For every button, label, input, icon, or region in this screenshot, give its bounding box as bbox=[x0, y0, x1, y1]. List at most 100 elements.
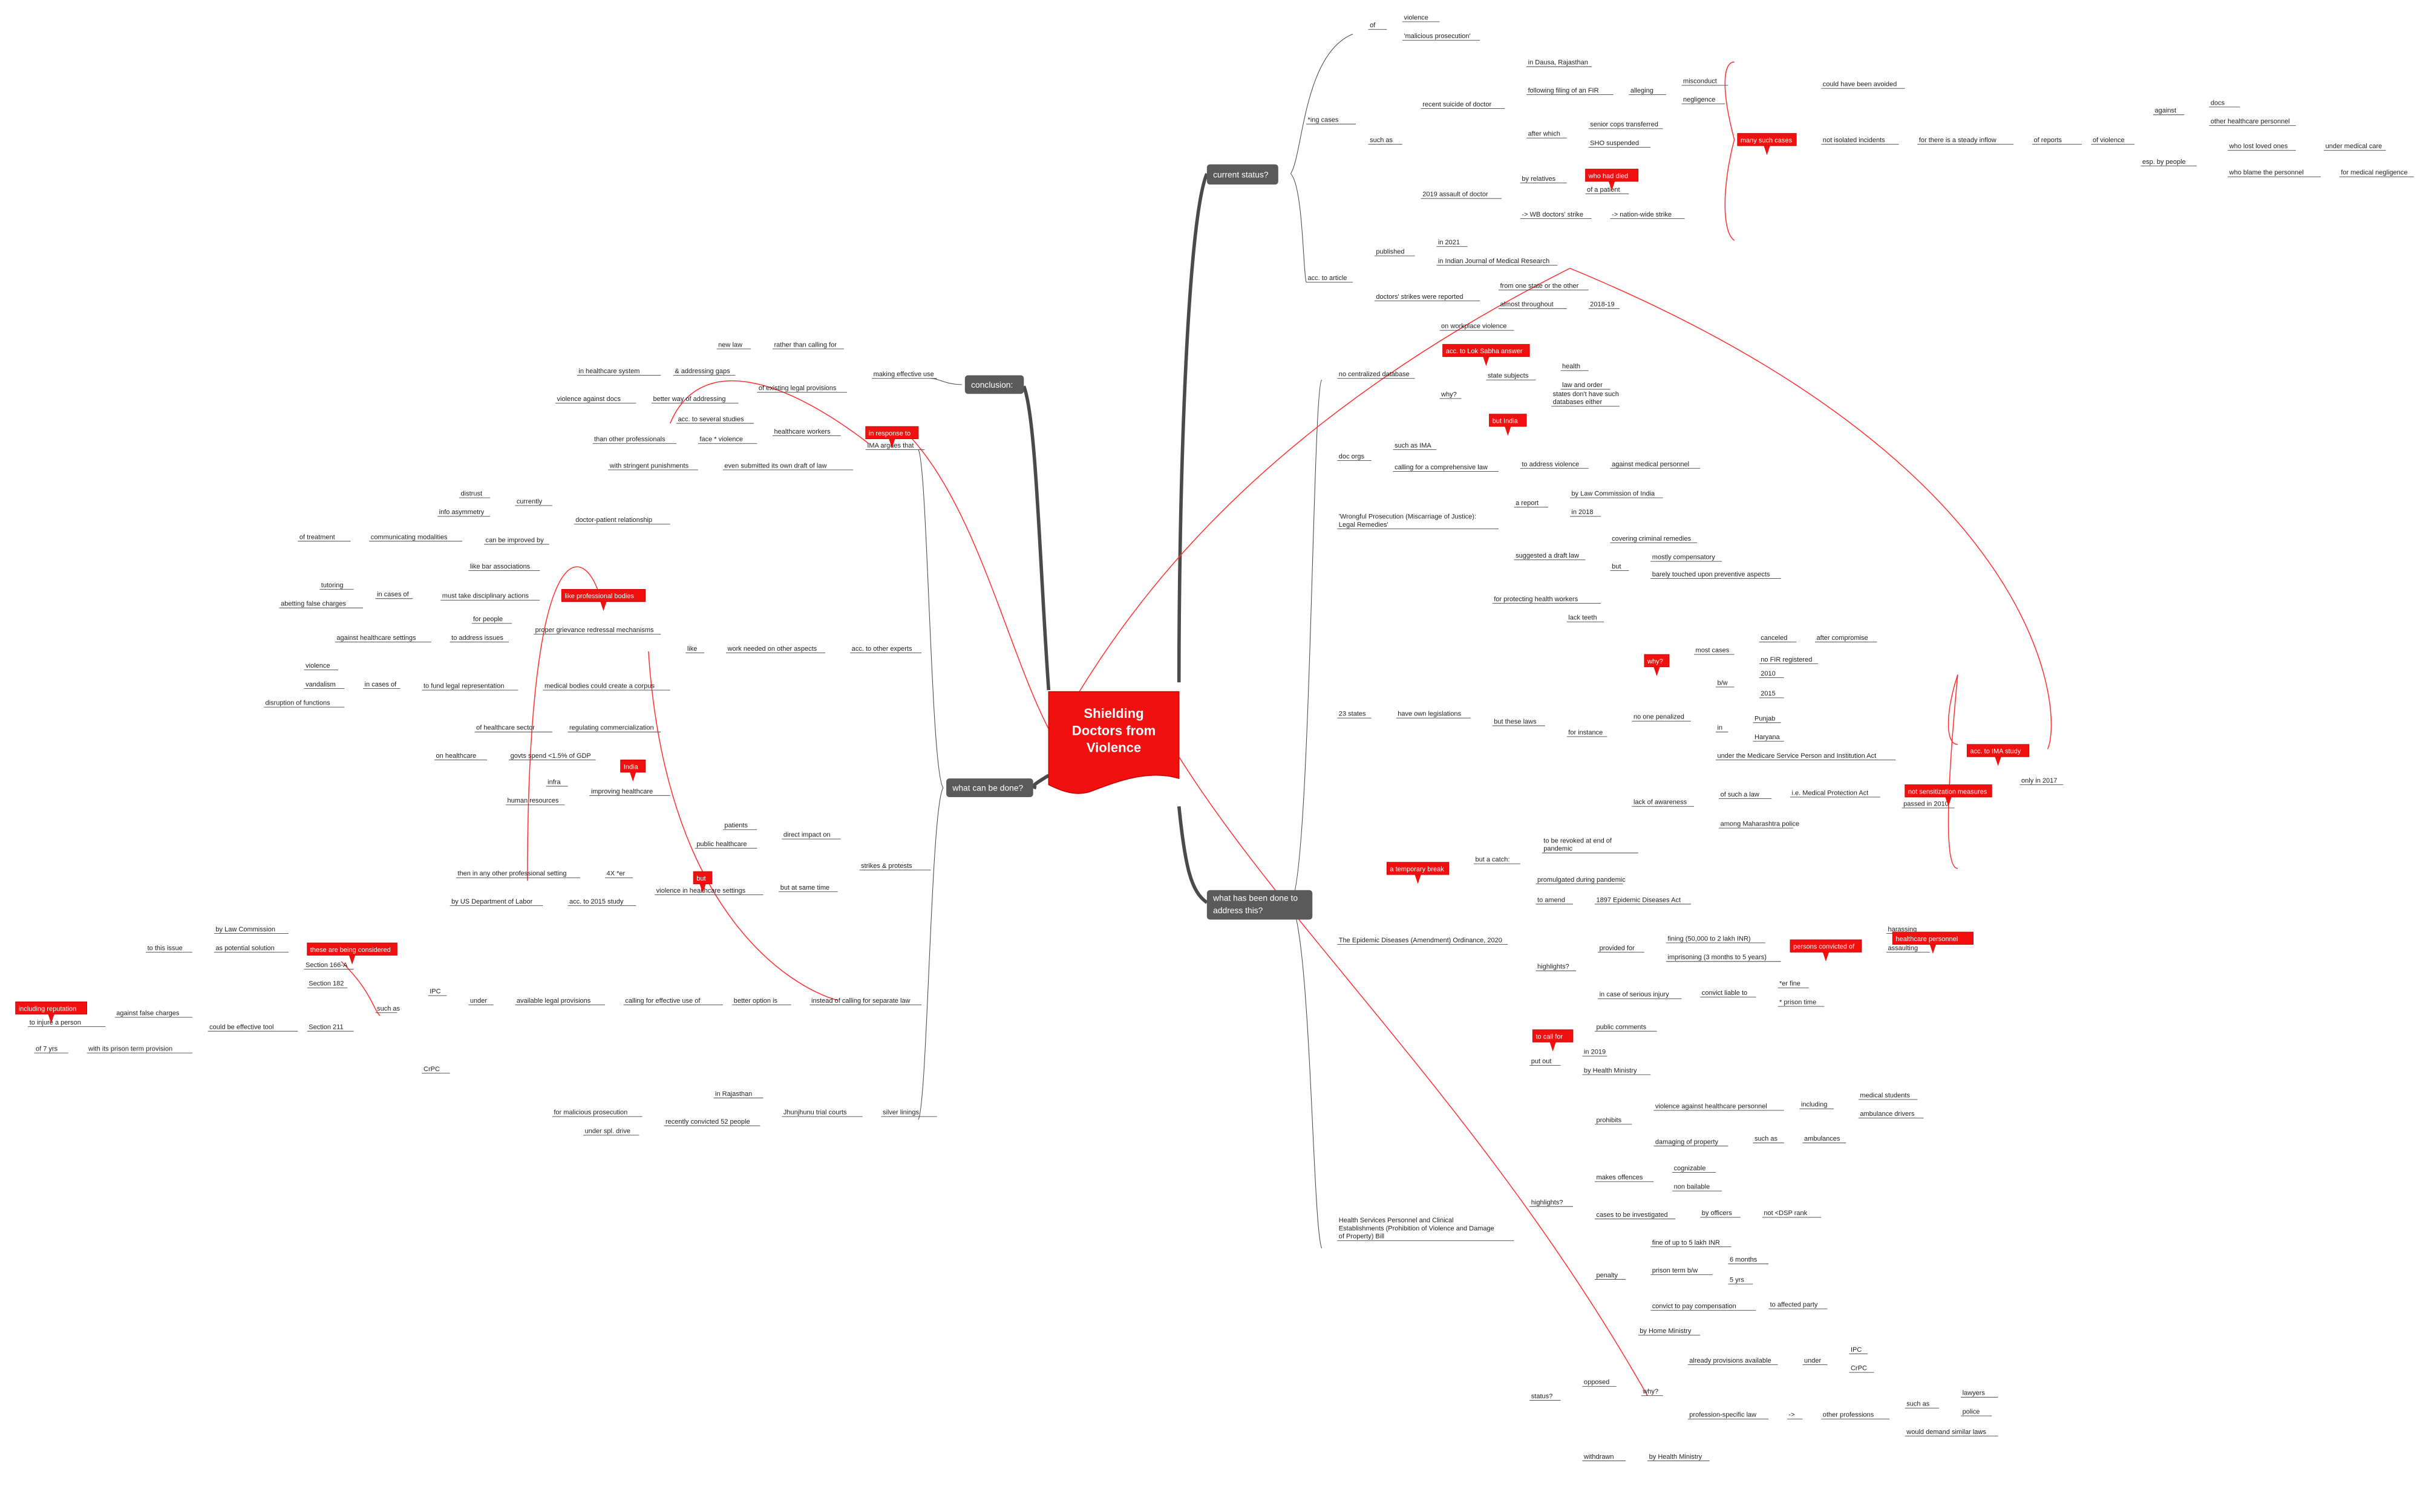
callout-but2[interactable]: but bbox=[693, 871, 713, 893]
node-w88[interactable]: Health Services Personnel and ClinicalEs… bbox=[1337, 1217, 1514, 1241]
node-w18[interactable]: covering criminal remedies bbox=[1610, 535, 1698, 543]
node-w45[interactable]: only in 2017 bbox=[2019, 777, 2064, 785]
node-w71[interactable]: damaging of property bbox=[1653, 1138, 1728, 1147]
node-d55[interactable]: such as bbox=[375, 1005, 401, 1013]
node-c36[interactable]: in Indian Journal of Medical Research bbox=[1436, 258, 1558, 266]
node-c34[interactable]: published bbox=[1374, 248, 1415, 256]
callout-who_died[interactable]: who had died bbox=[1585, 169, 1639, 191]
callout-prof_bodies[interactable]: like professional bodies bbox=[561, 588, 646, 611]
node-w103[interactable]: would demand similar laws bbox=[1905, 1429, 1998, 1436]
node-d6[interactable]: with stringent punishments bbox=[608, 462, 698, 471]
node-c26[interactable]: docs bbox=[2209, 99, 2240, 108]
node-w78[interactable]: cases to be investigated bbox=[1594, 1211, 1676, 1219]
node-c37[interactable]: doctors' strikes were reported bbox=[1374, 293, 1480, 301]
node-w25[interactable]: but these laws bbox=[1492, 718, 1545, 726]
node-c15[interactable]: 2019 assault of doctor bbox=[1421, 191, 1502, 199]
node-d14[interactable]: can be improved by bbox=[483, 536, 549, 545]
node-w8[interactable]: doc orgs bbox=[1337, 453, 1372, 461]
node-w33[interactable]: b/w bbox=[1715, 679, 1735, 688]
node-k5[interactable]: & addressing gaps bbox=[673, 368, 736, 376]
node-w57[interactable]: assaulting bbox=[1886, 945, 1930, 953]
node-w67[interactable]: violence against healthcare personnel bbox=[1653, 1103, 1784, 1111]
node-w76[interactable]: cognizable bbox=[1672, 1165, 1716, 1173]
node-c30[interactable]: under medical care bbox=[2324, 143, 2386, 151]
node-w35[interactable]: 2015 bbox=[1759, 690, 1784, 699]
node-d56[interactable]: IPC bbox=[428, 988, 447, 996]
node-w21[interactable]: barely touched upon preventive aspects bbox=[1650, 571, 1781, 579]
node-d18[interactable]: abetting false charges bbox=[279, 601, 363, 608]
node-c25[interactable]: against bbox=[2153, 107, 2185, 116]
node-d61[interactable]: of 7 yrs bbox=[34, 1045, 68, 1054]
node-w36[interactable]: in bbox=[1715, 725, 1728, 732]
node-w84[interactable]: 6 months bbox=[1728, 1256, 1769, 1265]
node-c20[interactable]: could have been avoided bbox=[1821, 81, 1905, 89]
node-d57[interactable]: against false charges bbox=[114, 1009, 192, 1018]
node-k6[interactable]: of existing legal provisions bbox=[757, 385, 847, 393]
node-w32[interactable]: no one penalized bbox=[1632, 714, 1691, 722]
node-c12[interactable]: after which bbox=[1526, 131, 1567, 138]
node-w22[interactable]: 23 states bbox=[1337, 711, 1372, 719]
node-w30[interactable]: no FIR registered bbox=[1759, 656, 1819, 664]
node-w5[interactable]: health bbox=[1560, 363, 1589, 371]
node-d21[interactable]: against healthcare settings bbox=[335, 634, 431, 642]
node-d2[interactable]: healthcare workers bbox=[772, 428, 841, 436]
node-d34[interactable]: regulating commercialization bbox=[567, 725, 661, 732]
node-w58[interactable]: in case of serious injury bbox=[1598, 991, 1682, 999]
node-w52[interactable]: highlights? bbox=[1535, 963, 1577, 971]
node-d22[interactable]: to address issues bbox=[450, 634, 509, 642]
node-w55[interactable]: imprisoning (3 months to 5 years) bbox=[1666, 954, 1781, 962]
node-d3[interactable]: than other professionals bbox=[592, 436, 676, 444]
node-d27[interactable]: violence bbox=[304, 662, 338, 671]
node-c19[interactable]: -> nation-wide strike bbox=[1610, 211, 1685, 219]
node-d10[interactable]: info asymmetry bbox=[437, 509, 491, 517]
node-w20[interactable]: mostly compensatory bbox=[1650, 554, 1722, 562]
node-d38[interactable]: human resources bbox=[505, 797, 565, 806]
node-w31[interactable]: for instance bbox=[1566, 729, 1607, 737]
node-c6[interactable]: recent suicide of doctor bbox=[1421, 101, 1505, 109]
node-w99[interactable]: other professions bbox=[1821, 1412, 1890, 1419]
node-d67[interactable]: better option is bbox=[732, 997, 791, 1005]
node-w19[interactable]: but bbox=[1610, 563, 1629, 572]
node-d32[interactable]: medical bodies could create a corpus bbox=[543, 682, 670, 691]
node-c11[interactable]: negligence bbox=[1681, 96, 1725, 105]
node-c38[interactable]: from one state or the other bbox=[1498, 282, 1589, 290]
node-w60[interactable]: *er fine bbox=[1777, 980, 1809, 988]
node-c17[interactable]: of a patient bbox=[1585, 186, 1629, 194]
node-d74[interactable]: under spl. drive bbox=[583, 1127, 639, 1136]
node-d44[interactable]: but at same time bbox=[779, 884, 838, 892]
node-d45[interactable]: then in any other professional setting bbox=[456, 870, 580, 878]
node-k2[interactable]: new law bbox=[716, 341, 751, 350]
node-w41[interactable]: of such a law bbox=[1719, 791, 1772, 799]
callout-not_sensitization[interactable]: not sensitization measures bbox=[1905, 784, 1992, 807]
node-d23[interactable]: proper grievance redressal mechanisms bbox=[534, 627, 661, 635]
node-w100[interactable]: such as bbox=[1905, 1401, 1940, 1409]
node-d15[interactable]: like bar associations bbox=[468, 563, 540, 572]
callout-acc_ima[interactable]: acc. to Lok Sabha answer bbox=[1442, 344, 1530, 367]
node-w65[interactable]: by Health Ministry bbox=[1582, 1067, 1651, 1075]
node-w6[interactable]: law and order bbox=[1560, 382, 1611, 390]
node-c4[interactable]: 'malicious prosecution' bbox=[1402, 33, 1480, 41]
node-d1[interactable]: acc. to several studies bbox=[676, 415, 754, 424]
node-w82[interactable]: fine of up to 5 lakh INR bbox=[1650, 1239, 1732, 1247]
node-c39[interactable]: almost throughout bbox=[1498, 301, 1567, 309]
topic-what-can-be-done[interactable]: what can be done? bbox=[946, 778, 1033, 797]
node-w105[interactable]: by Health Ministry bbox=[1647, 1453, 1710, 1461]
node-w79[interactable]: by officers bbox=[1700, 1210, 1741, 1218]
node-w28[interactable]: canceled bbox=[1759, 634, 1797, 642]
node-d20[interactable]: for people bbox=[471, 616, 512, 624]
node-w97[interactable]: profession-specific law bbox=[1687, 1412, 1769, 1419]
node-w11[interactable]: to address violence bbox=[1520, 461, 1589, 469]
node-w98[interactable]: -> bbox=[1787, 1412, 1803, 1419]
node-w63[interactable]: put out bbox=[1529, 1058, 1561, 1066]
node-d47[interactable]: violence in healthcare settings bbox=[655, 887, 764, 895]
node-w62[interactable]: public comments bbox=[1594, 1024, 1657, 1032]
node-c9[interactable]: alleging bbox=[1629, 87, 1666, 95]
node-d69[interactable]: in Rajasthan bbox=[713, 1090, 764, 1098]
callout-these_sections[interactable]: these are being considered bbox=[307, 942, 397, 965]
node-w14[interactable]: a report bbox=[1514, 500, 1548, 507]
node-d62[interactable]: with its prison term provision bbox=[87, 1045, 192, 1054]
node-w46[interactable]: but a catch: bbox=[1473, 856, 1520, 864]
node-d49[interactable]: acc. to 2015 study bbox=[567, 898, 636, 906]
node-w72[interactable]: such as bbox=[1753, 1135, 1784, 1144]
node-c10[interactable]: misconduct bbox=[1681, 77, 1728, 86]
